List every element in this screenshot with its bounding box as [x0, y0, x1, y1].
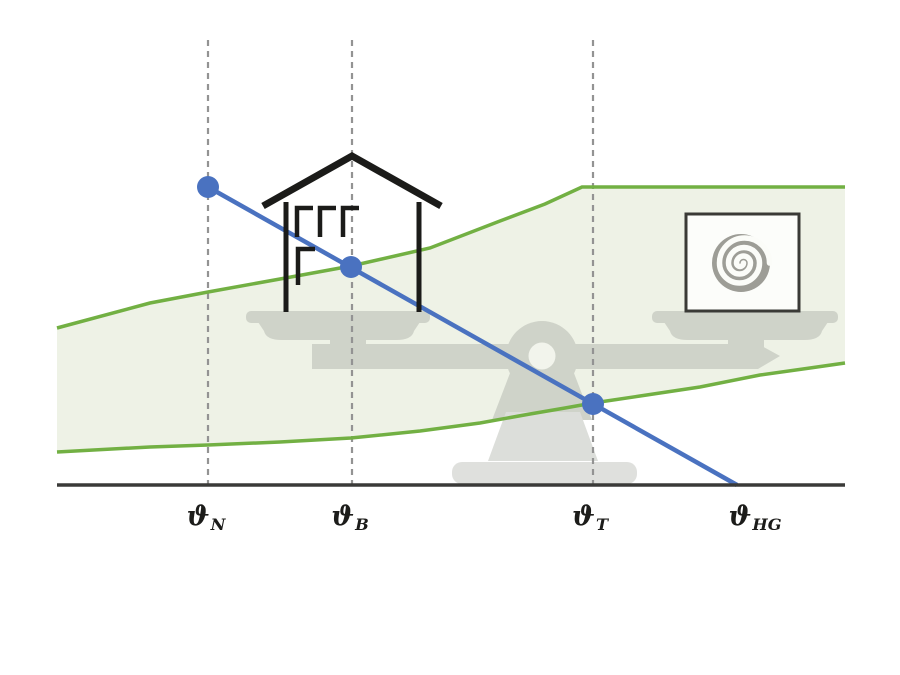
scale-left-pan-plate: [246, 311, 430, 323]
house-window-1: [294, 205, 313, 237]
theta-subscript: N: [210, 514, 226, 534]
theta-symbol: ϑ: [331, 501, 355, 532]
theta-symbol: ϑ: [728, 501, 752, 532]
spiral-icon: [716, 235, 773, 286]
heat-spiral-box-icon: [684, 212, 801, 313]
scale-left-pan-bowl: [258, 322, 420, 340]
scale-right-pan-plate: [652, 311, 838, 323]
green-band-fill: [57, 187, 845, 452]
axis-label-theta-N: ϑN: [187, 503, 226, 533]
band-lower-curve: [56, 361, 846, 454]
axis-label-theta-T: ϑT: [572, 503, 608, 533]
scale-base-plate: [452, 462, 637, 484]
scale-pivot-hole: [528, 342, 556, 370]
axis-label-theta-B: ϑB: [331, 503, 369, 533]
scale-foot: [488, 412, 598, 461]
theta-symbol: ϑ: [572, 501, 595, 532]
scale-right-pan-bowl: [664, 322, 828, 340]
theta-subscript: B: [355, 514, 369, 534]
marker-dot-theta-T: [582, 393, 604, 415]
theta-symbol: ϑ: [186, 501, 210, 532]
house-icon: [261, 151, 443, 312]
house-window-4: [295, 246, 315, 285]
marker-dot-theta-N: [197, 176, 219, 198]
theta-subscript: T: [595, 514, 608, 534]
axis-label-theta-HG: ϑHG: [728, 503, 781, 533]
balance-scale-icon: [246, 311, 838, 484]
theta-subscript: HG: [752, 514, 782, 534]
band-upper-curve: [56, 185, 845, 330]
house-window-2: [317, 205, 336, 237]
house-roof: [261, 151, 443, 210]
marker-dot-theta-B: [340, 256, 362, 278]
house-window-3: [340, 205, 359, 237]
